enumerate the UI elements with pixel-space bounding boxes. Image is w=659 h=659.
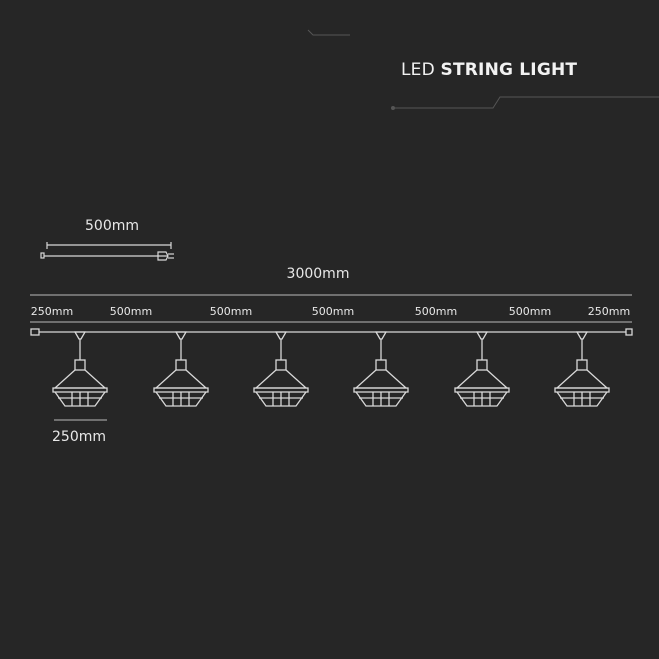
lamp-6 — [554, 331, 610, 407]
lamp-3 — [253, 331, 309, 407]
segment-label: 500mm — [109, 305, 153, 318]
lead-cable — [40, 242, 174, 261]
segment-label: 500mm — [209, 305, 253, 318]
shade-width-label: 250mm — [52, 429, 106, 445]
segment-label: 500mm — [311, 305, 355, 318]
segment-label: 500mm — [414, 305, 458, 318]
page-title: LED STRING LIGHT — [401, 60, 577, 80]
lamp-5 — [454, 331, 510, 407]
lead-cable-length-label: 500mm — [85, 218, 139, 234]
header-decoration-lines — [307, 29, 659, 110]
lamp-1 — [52, 331, 108, 407]
lamp-2 — [153, 331, 209, 407]
segment-label: 250mm — [587, 305, 631, 318]
title-light: LED — [401, 60, 435, 80]
main-cable — [30, 328, 633, 336]
lamp-4 — [353, 331, 409, 407]
title-bold: STRING LIGHT — [440, 60, 578, 80]
segment-label: 250mm — [30, 305, 74, 318]
total-length-label: 3000mm — [286, 266, 350, 282]
segment-label: 500mm — [508, 305, 552, 318]
